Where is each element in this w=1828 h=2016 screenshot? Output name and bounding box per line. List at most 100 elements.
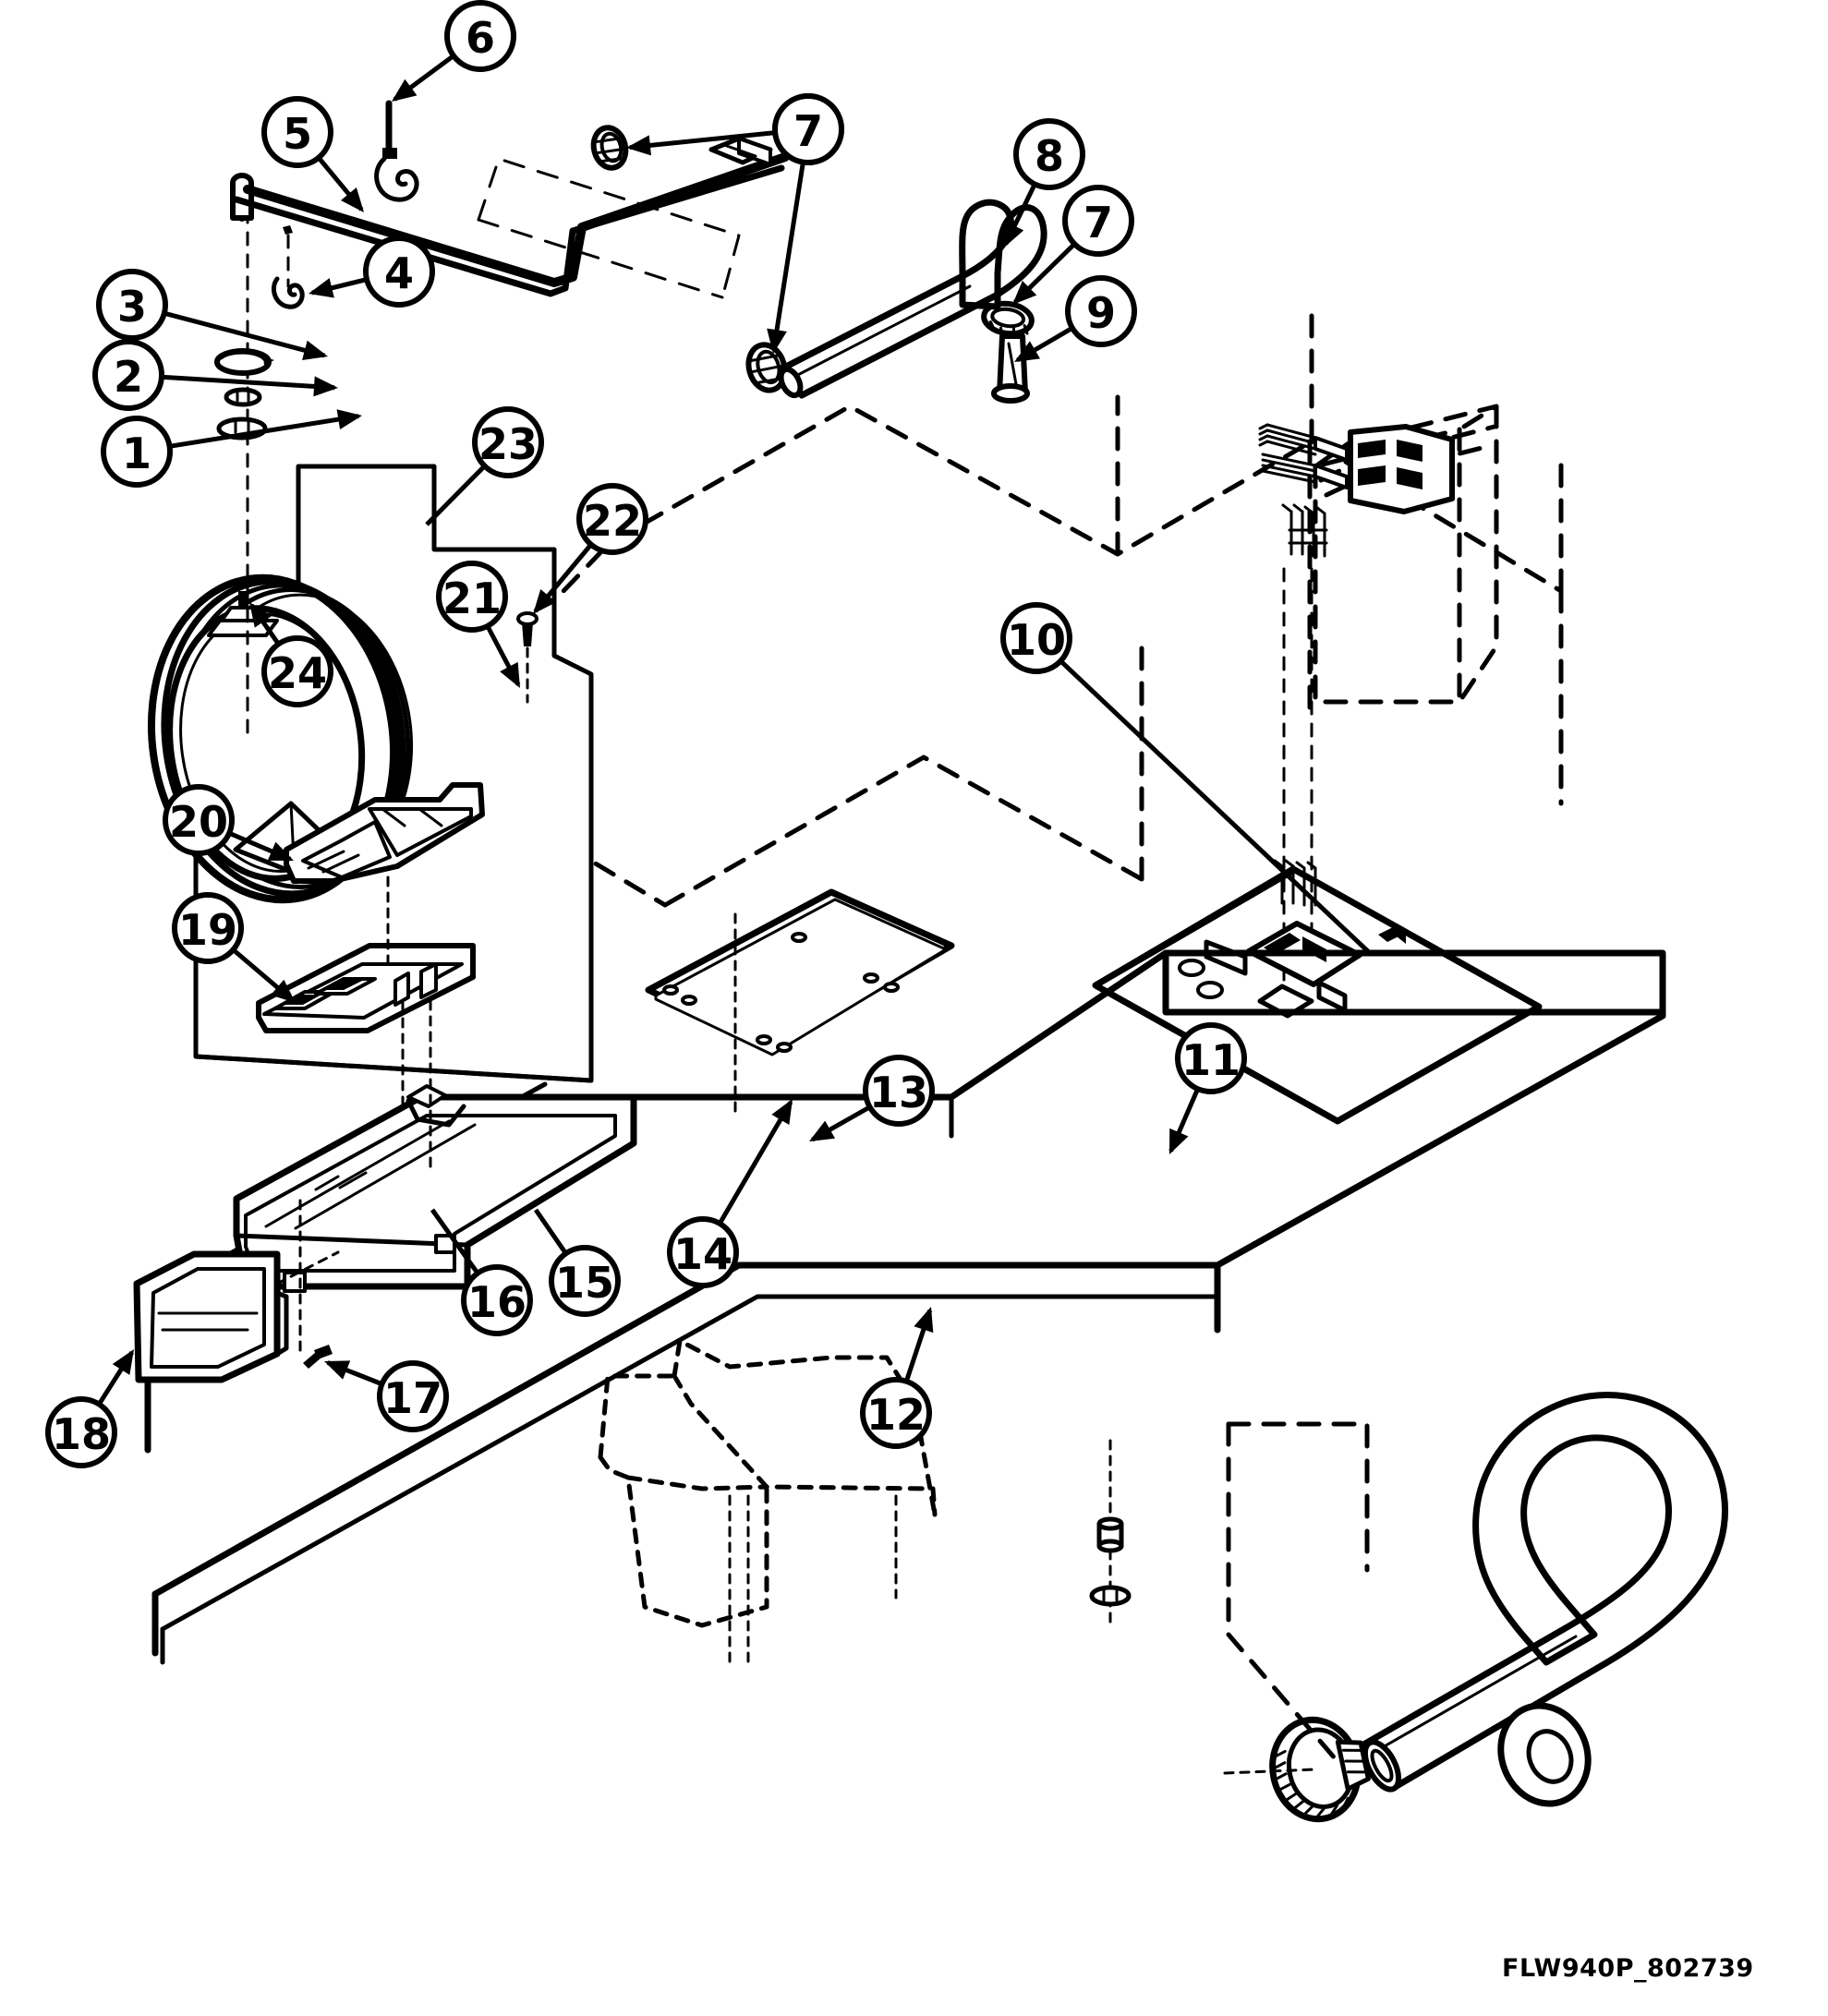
hose-clamp-ring-c: [981, 300, 1035, 340]
callout-number: 3: [117, 282, 147, 332]
callout-bubble[interactable]: [172, 892, 244, 964]
callout-bubble[interactable]: [1062, 185, 1134, 257]
callout-bubble[interactable]: [45, 1396, 117, 1468]
callout-20[interactable]: 20: [163, 784, 294, 862]
callout-18[interactable]: 18: [45, 1349, 134, 1468]
callout-bubble[interactable]: [472, 406, 544, 478]
callout-arrowhead: [1012, 280, 1037, 305]
callout-leader: [161, 374, 335, 391]
callout-bubble[interactable]: [576, 483, 648, 555]
callout-bubble[interactable]: [772, 93, 844, 165]
callout-arrowhead: [533, 588, 557, 614]
callout-4[interactable]: 4: [309, 235, 435, 308]
callout-16[interactable]: 16: [430, 1208, 533, 1336]
callout-7[interactable]: 7: [1012, 185, 1134, 305]
callout-22[interactable]: 22: [533, 483, 648, 614]
callout-bubble[interactable]: [1013, 118, 1085, 190]
hose-clip-part4: [272, 225, 305, 309]
callout-arrowhead: [336, 409, 362, 429]
callout-number: 9: [1086, 288, 1116, 338]
callout-leader: [1059, 658, 1373, 956]
callout-bubble[interactable]: [261, 635, 333, 707]
callout-bubble[interactable]: [436, 561, 508, 633]
callout-6[interactable]: 6: [392, 0, 516, 102]
callout-number: 21: [442, 573, 502, 623]
callout-number: 1: [122, 429, 151, 478]
callout-leader: [629, 130, 776, 151]
callout-arrowhead: [1169, 1128, 1189, 1154]
callout-arrowhead: [249, 602, 272, 628]
callout-bubble[interactable]: [363, 235, 435, 308]
drain-hose-part11: [1362, 1392, 1728, 1807]
callout-24[interactable]: 24: [249, 602, 333, 707]
callout-leader: [425, 464, 487, 526]
callout-19[interactable]: 19: [172, 892, 296, 1003]
callout-14[interactable]: 14: [667, 1099, 793, 1288]
callout-bubble[interactable]: [461, 1264, 533, 1336]
callout-number: 2: [114, 352, 143, 402]
detergent-insert-part20: [284, 782, 485, 968]
callout-arrowhead: [771, 1099, 793, 1125]
callout-bubble[interactable]: [163, 784, 235, 856]
callout-bubble[interactable]: [96, 269, 168, 341]
callout-bubble[interactable]: [549, 1245, 621, 1317]
callout-bubble[interactable]: [1175, 1022, 1247, 1094]
callout-bubble[interactable]: [667, 1216, 739, 1288]
callout-arrowhead: [500, 661, 520, 688]
callout-number: 22: [583, 496, 642, 546]
callout-bubble[interactable]: [444, 0, 516, 72]
callout-bubble[interactable]: [1000, 602, 1072, 674]
callout-layer: 1234567787910111213141516171819202122232…: [45, 0, 1373, 1468]
callout-7[interactable]: 7: [767, 93, 844, 354]
callout-number: 4: [384, 248, 414, 298]
callout-11[interactable]: 11: [1168, 1022, 1247, 1154]
callout-leader: [430, 1208, 480, 1275]
callout-arrowhead: [767, 328, 787, 354]
callout-23[interactable]: 23: [425, 406, 544, 526]
callout-17[interactable]: 17: [324, 1360, 449, 1432]
callout-bubble[interactable]: [101, 416, 173, 488]
callout-number: 16: [467, 1277, 527, 1327]
callout-number: 10: [1007, 615, 1066, 665]
callout-number: 13: [869, 1068, 928, 1117]
callout-number: 17: [383, 1373, 442, 1423]
callout-1[interactable]: 1: [101, 409, 362, 488]
callout-2[interactable]: 2: [92, 339, 338, 411]
callout-15[interactable]: 15: [533, 1208, 621, 1317]
callout-arrowhead: [340, 187, 364, 212]
callout-number: 24: [268, 648, 327, 698]
callout-number: 8: [1035, 131, 1064, 181]
screw-part22: [516, 611, 539, 704]
callout-21[interactable]: 21: [436, 561, 521, 688]
screw-part17: [298, 1199, 333, 1369]
callout-number: 23: [478, 419, 538, 469]
callout-10[interactable]: 10: [1000, 602, 1373, 956]
callout-8[interactable]: 8: [1003, 118, 1085, 247]
callout-arrowhead: [271, 979, 296, 1003]
callout-bubble[interactable]: [860, 1377, 932, 1449]
callout-13[interactable]: 13: [809, 1055, 935, 1142]
retainer-clip-part6: [374, 100, 419, 202]
callout-bubble[interactable]: [92, 339, 164, 411]
callout-number: 11: [1181, 1035, 1241, 1085]
grommet-washer-part13-14: [1089, 1439, 1132, 1627]
callout-number: 12: [866, 1390, 926, 1440]
callout-bubble[interactable]: [377, 1360, 449, 1432]
callout-number: 20: [169, 797, 228, 847]
callout-3[interactable]: 3: [96, 269, 328, 360]
hose-clamp-ring-b: [745, 342, 788, 393]
callout-5[interactable]: 5: [261, 96, 364, 212]
water-inlet-tube-part5: [230, 136, 790, 299]
callout-bubble[interactable]: [1065, 275, 1137, 347]
callout-arrowhead: [392, 78, 418, 102]
callout-number: 6: [466, 13, 495, 63]
callout-bubble[interactable]: [261, 96, 333, 168]
worm-drive-clamp-part12: [1223, 1716, 1371, 1823]
callout-arrowhead: [626, 135, 651, 156]
callout-9[interactable]: 9: [1014, 275, 1137, 363]
callout-12[interactable]: 12: [860, 1307, 934, 1449]
callout-bubble[interactable]: [863, 1055, 935, 1127]
callout-number: 14: [673, 1229, 732, 1279]
callout-arrowhead: [267, 841, 294, 861]
